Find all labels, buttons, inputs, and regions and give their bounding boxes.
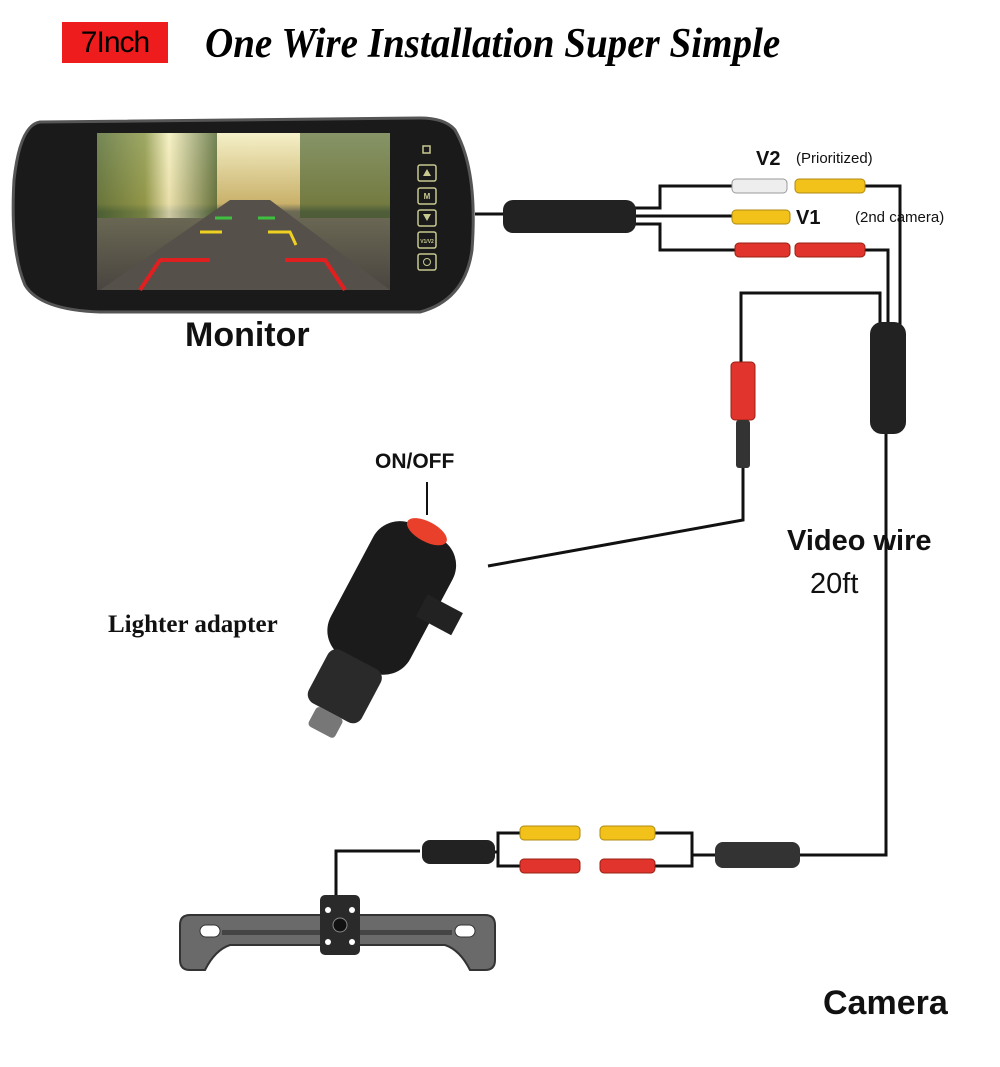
rca-connectors-top: [731, 178, 866, 258]
video-wire-label: Video wire: [787, 525, 932, 557]
page-title: One Wire Installation Super Simple: [205, 21, 781, 67]
wires: [334, 184, 902, 895]
video-wire-junction: [870, 322, 906, 434]
red-power-socket: [794, 242, 866, 258]
red-power-connector: [730, 361, 756, 421]
v1-v2-button: [417, 231, 437, 249]
on-off-label: ON/OFF: [375, 450, 455, 473]
video-wire-length: 20ft: [810, 568, 859, 600]
yellow-rca-v2: [794, 178, 866, 194]
up-button: [417, 164, 437, 182]
license-plate-camera: [179, 895, 496, 971]
v2-label: V2: [756, 148, 781, 170]
red-power-camera-a: [519, 858, 581, 874]
red-power-camera-b: [599, 858, 656, 874]
power-led-icon: [422, 145, 431, 154]
down-button: [417, 209, 437, 227]
lighter-adapter-label: Lighter adapter: [108, 611, 278, 638]
yellow-rca-camera-a: [519, 825, 581, 841]
lighter-adapter: [307, 518, 463, 738]
menu-button: [417, 187, 437, 205]
dc-barrel-plug: [736, 420, 750, 468]
svg-text:M: M: [424, 192, 431, 201]
white-rca-v2: [731, 178, 788, 194]
monitor-label: Monitor: [185, 316, 310, 354]
power-button: [417, 253, 437, 271]
camera-label: Camera: [823, 984, 948, 1022]
monitor: M V1/V2: [11, 116, 475, 314]
size-badge: 7Inch: [62, 22, 168, 63]
monitor-buttons: [417, 145, 437, 271]
red-power-plug: [734, 242, 791, 258]
yellow-rca-v1: [731, 209, 791, 225]
v2-note: (Prioritized): [796, 150, 873, 167]
svg-text:V1/V2: V1/V2: [420, 239, 434, 245]
second-camera-label: (2nd camera): [855, 209, 945, 226]
camera-side-connector-right: [715, 842, 800, 868]
camera-side-connector-left: [422, 840, 495, 864]
on-off-switch: [406, 518, 447, 546]
parking-guide-red: [138, 258, 347, 292]
v1-label: V1: [796, 207, 821, 229]
yellow-rca-camera-b: [599, 825, 656, 841]
monitor-connector-box: [503, 200, 636, 233]
